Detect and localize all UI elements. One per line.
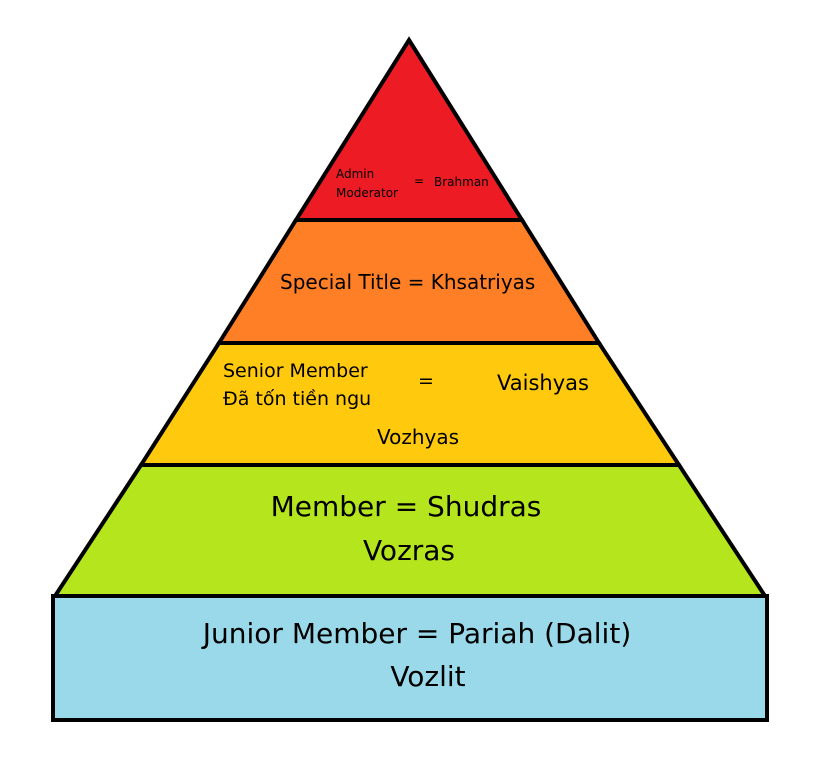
admin-role-line1: Admin — [336, 167, 375, 181]
member-alias-label: Vozras — [362, 534, 456, 567]
member-tier-label: Member = Shudras — [270, 490, 542, 523]
admin-role-line2: Moderator — [336, 186, 398, 200]
admin-equals-sign: = — [414, 174, 425, 188]
tier-admin-shape — [292, 36, 526, 222]
senior-equals-sign: = — [418, 370, 434, 392]
admin-caste-label: Brahman — [434, 175, 489, 189]
senior-caste-label: Vaishyas — [497, 371, 589, 395]
tier-member-shape — [51, 463, 769, 598]
tier-junior-shape — [51, 594, 769, 722]
senior-alias-label: Vozhyas — [377, 425, 460, 449]
junior-alias-label: Vozlit — [390, 660, 466, 693]
special-tier-label: Special Title = Khsatriyas — [280, 270, 536, 294]
senior-role-line1: Senior Member — [223, 360, 368, 382]
senior-role-line2: Đã tốn tiền ngu — [223, 388, 372, 410]
junior-tier-label: Junior Member = Pariah (Dalit) — [202, 617, 632, 650]
